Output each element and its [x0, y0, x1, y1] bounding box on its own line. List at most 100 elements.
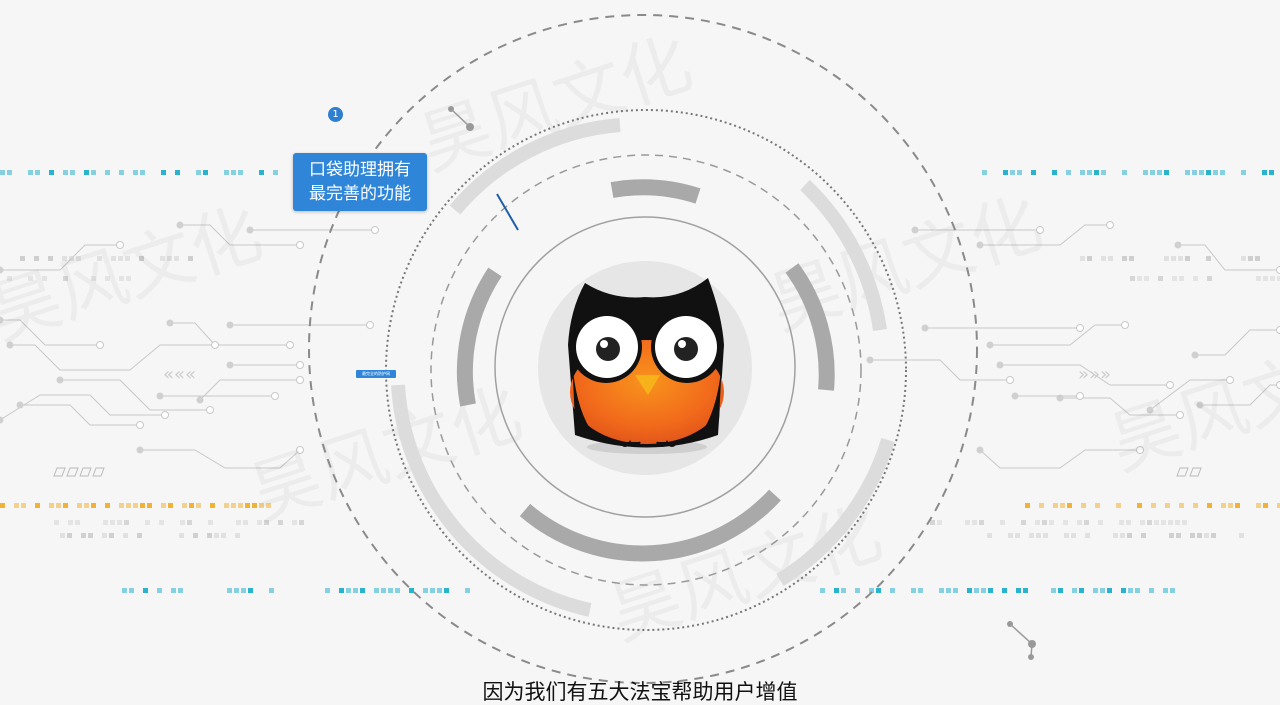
circuit-left-trace-8	[0, 394, 165, 421]
circuit-left-trace-11	[140, 449, 301, 469]
circuit-right-node-start-2	[1174, 241, 1182, 249]
circuit-right-node-start-3	[921, 324, 929, 332]
circuit-left-node-end-0	[116, 241, 124, 249]
dash-row-12-cell-3	[157, 588, 162, 593]
dash-row-5-cell-7	[1207, 276, 1212, 281]
circuit-left-node-end-10	[296, 361, 304, 369]
watermark-4: 昊风文化	[1100, 322, 1280, 487]
dash-row-7-cell-3	[1060, 503, 1065, 508]
dash-row-8-cell-7	[145, 520, 150, 525]
dash-row-6-cell-21	[210, 503, 215, 508]
dash-row-8-cell-4	[110, 520, 115, 525]
dash-row-7-cell-15	[1228, 503, 1233, 508]
dash-row-2-cell-12	[167, 256, 172, 261]
circuit-left-trace-12	[20, 404, 140, 426]
dash-row-0-cell-15	[196, 170, 201, 175]
dash-row-6-cell-8	[84, 503, 89, 508]
dash-row-10-cell-7	[137, 533, 142, 538]
dash-row-13-cell-4	[869, 588, 874, 593]
dash-row-9-cell-19	[1161, 520, 1166, 525]
dash-row-13-cell-1	[834, 588, 839, 593]
dash-row-2-cell-14	[188, 256, 193, 261]
dash-row-10-cell-9	[193, 533, 198, 538]
dash-row-1-cell-0	[982, 170, 987, 175]
dash-row-12-cell-11	[325, 588, 330, 593]
dash-row-13-cell-16	[1002, 588, 1007, 593]
dash-row-5-cell-9	[1263, 276, 1268, 281]
circuit-right-node-start-6	[996, 361, 1004, 369]
feature-callout[interactable]: 口袋助理拥有 最完善的功能	[293, 153, 427, 211]
dash-row-6-cell-17	[168, 503, 173, 508]
dash-row-12-cell-22	[430, 588, 435, 593]
circuit-left-node-start-11	[136, 446, 144, 454]
dash-row-8-cell-17	[292, 520, 297, 525]
outer-dashed-ring	[308, 14, 978, 684]
dash-row-6-cell-28	[266, 503, 271, 508]
dash-row-5-cell-11	[1277, 276, 1280, 281]
circuit-right-trace-6	[1000, 364, 1170, 386]
circuit-left-node-end-13	[271, 392, 279, 400]
dash-row-9-cell-5	[1000, 520, 1005, 525]
dash-row-12-cell-12	[339, 588, 344, 593]
dash-row-6-cell-15	[147, 503, 152, 508]
dash-row-0-cell-13	[161, 170, 166, 175]
thick-arc-left	[391, 384, 592, 617]
dash-row-7-cell-11	[1179, 503, 1184, 508]
dash-row-13-cell-17	[1016, 588, 1021, 593]
connector-line-1	[450, 108, 471, 128]
dash-row-13-cell-19	[1051, 588, 1056, 593]
owl-pupil-right	[674, 337, 698, 361]
step-number-badge: 1	[328, 107, 343, 122]
dash-row-9-cell-11	[1077, 520, 1082, 525]
dash-row-3-cell-8	[1178, 256, 1183, 261]
circuit-left-node-start-2	[246, 226, 254, 234]
arc-top	[610, 179, 701, 204]
circuit-right-node-end-3	[1076, 324, 1084, 332]
circuit-left-trace-6	[10, 344, 215, 371]
dash-row-13-cell-24	[1100, 588, 1105, 593]
dash-row-6-cell-10	[105, 503, 110, 508]
dash-row-11-cell-10	[1120, 533, 1125, 538]
owl-pupil-left	[596, 337, 620, 361]
dash-row-10-cell-8	[179, 533, 184, 538]
dash-row-12-cell-14	[353, 588, 358, 593]
dash-row-12-cell-21	[423, 588, 428, 593]
dash-row-0-cell-11	[133, 170, 138, 175]
dash-row-7-cell-18	[1263, 503, 1268, 508]
circuit-left-node-end-7	[206, 406, 214, 414]
dash-row-7-cell-14	[1221, 503, 1226, 508]
dash-row-0-cell-17	[224, 170, 229, 175]
chevrons-left-icon: «««	[163, 364, 196, 385]
circuit-left-node-start-0	[0, 266, 4, 274]
dash-row-12-cell-19	[395, 588, 400, 593]
thick-arc-bottom-right	[776, 437, 895, 586]
dash-row-4-cell-2	[42, 276, 47, 281]
dash-row-11-cell-16	[1197, 533, 1202, 538]
dash-row-13-cell-20	[1058, 588, 1063, 593]
dash-row-0-cell-3	[35, 170, 40, 175]
circuit-left-node-start-5	[226, 321, 234, 329]
dash-row-13-cell-31	[1170, 588, 1175, 593]
dash-row-13-cell-2	[841, 588, 846, 593]
dash-row-7-cell-12	[1193, 503, 1198, 508]
dash-row-13-cell-23	[1093, 588, 1098, 593]
dash-row-10-cell-4	[102, 533, 107, 538]
dash-row-12-cell-1	[129, 588, 134, 593]
dash-row-6-cell-0	[0, 503, 5, 508]
dash-row-6-cell-14	[140, 503, 145, 508]
dash-row-7-cell-5	[1081, 503, 1086, 508]
dash-row-11-cell-15	[1190, 533, 1195, 538]
dash-row-7-cell-6	[1095, 503, 1100, 508]
circuit-right	[866, 221, 1280, 469]
dash-row-6-cell-5	[56, 503, 61, 508]
circuit-right-trace-4	[990, 324, 1125, 346]
dash-row-13-cell-22	[1079, 588, 1084, 593]
dash-row-12-cell-16	[374, 588, 379, 593]
dash-row-1-cell-23	[1262, 170, 1267, 175]
dash-row-1-cell-24	[1269, 170, 1274, 175]
circuit-right-node-start-11	[1011, 392, 1019, 400]
dash-row-1-cell-4	[1031, 170, 1036, 175]
dash-row-12-cell-5	[178, 588, 183, 593]
dash-row-12-cell-7	[234, 588, 239, 593]
dash-row-3-cell-9	[1185, 256, 1190, 261]
